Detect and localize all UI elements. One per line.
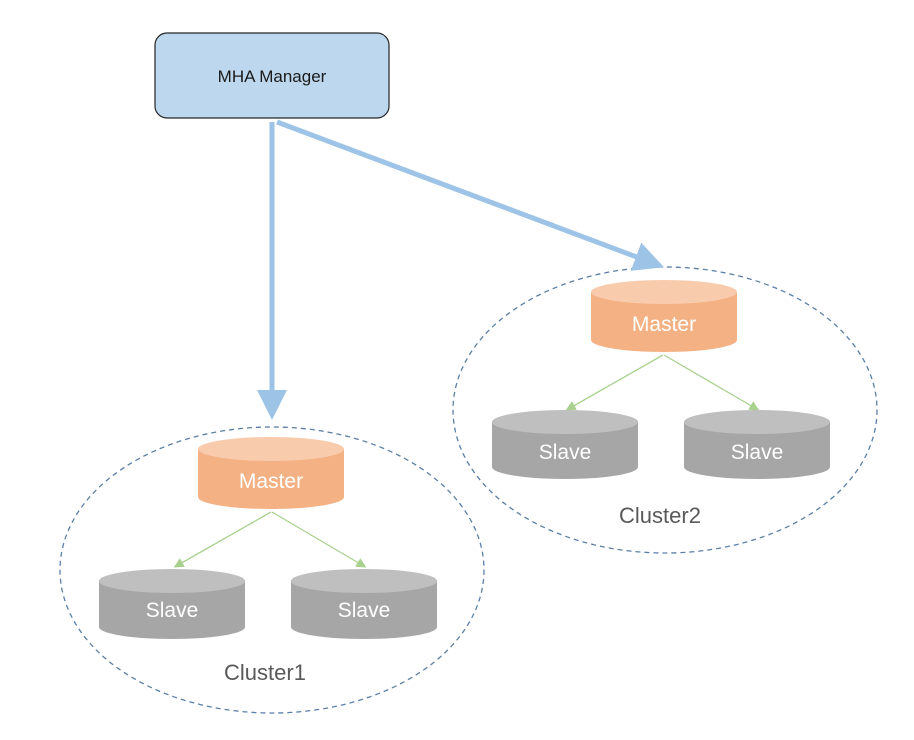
cluster1-boundary: [59, 426, 485, 714]
cluster1-slave-db-left: Slave: [99, 569, 245, 639]
cluster2-replication-right-arrow: [663, 354, 760, 411]
cluster1-slave-left-label: Slave: [146, 599, 199, 622]
cluster1-master-label: Master: [239, 470, 303, 493]
cluster2-replication-left-arrow: [565, 354, 664, 411]
cluster2-master-label: Master: [632, 313, 696, 336]
cluster2-label: Cluster2: [619, 503, 701, 528]
cluster2-slave-left-label: Slave: [539, 441, 592, 464]
cluster2-slave-right-label: Slave: [731, 441, 784, 464]
cluster1-master-db: Master: [198, 437, 344, 509]
manager-to-cluster2-arrow: [276, 119, 665, 271]
cluster1-slave-db-right: Slave: [291, 569, 437, 639]
cluster1-slave-right-label: Slave: [338, 599, 391, 622]
cluster1-replication-right-arrow: [271, 511, 367, 568]
mha-manager-node: MHA Manager: [154, 32, 390, 119]
cluster2-master-db: Master: [591, 280, 737, 352]
cluster2-slave-db-left: Slave: [492, 410, 638, 479]
cluster2-slave-db-right: Slave: [684, 410, 830, 479]
mha-manager-label: MHA Manager: [218, 67, 327, 86]
cluster1-label: Cluster1: [224, 660, 306, 685]
cluster1-replication-left-arrow: [173, 511, 272, 568]
cluster2-boundary: [452, 266, 878, 554]
